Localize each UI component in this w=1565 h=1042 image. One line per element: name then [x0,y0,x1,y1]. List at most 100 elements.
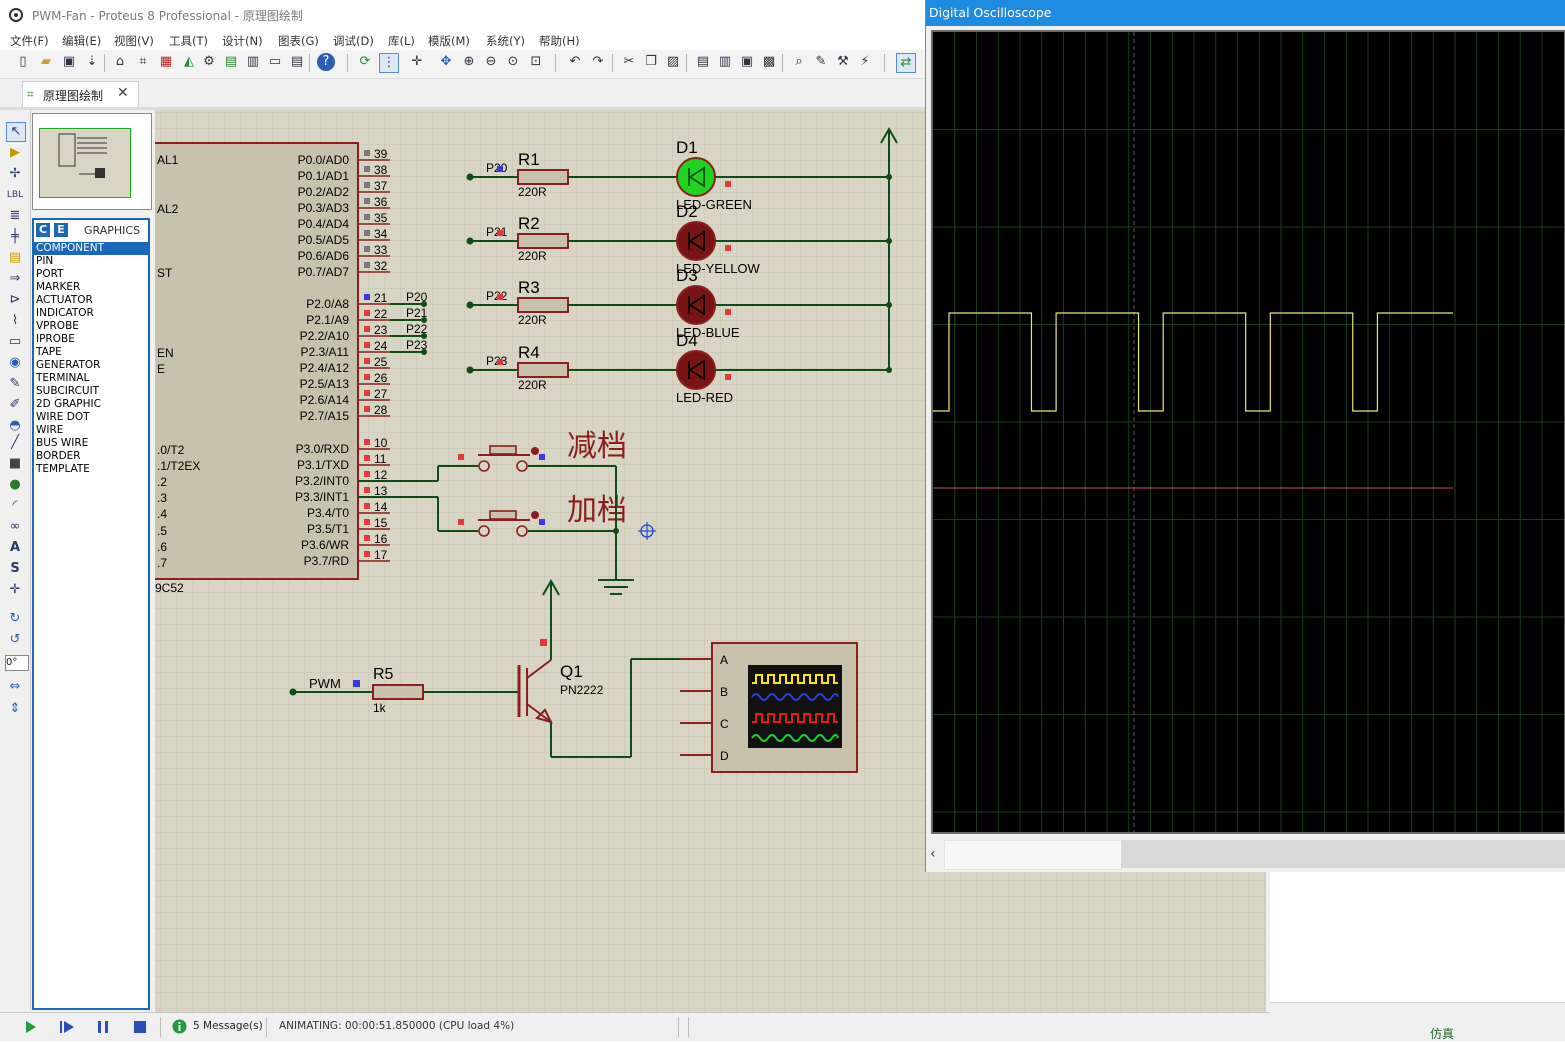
text-icon[interactable]: A [9,540,21,555]
pick-device-icon[interactable]: ⌕ [795,54,803,69]
line-icon[interactable]: ╱ [11,435,19,450]
box-icon[interactable]: ■ [8,456,22,471]
selector-item-tape[interactable]: TAPE [36,346,62,358]
symbol-icon[interactable]: S [10,561,20,576]
virtual-instrument-icon[interactable]: ◓ [9,418,21,433]
zoom-out-icon[interactable]: ⊖ [485,54,497,69]
redo-icon[interactable]: ↷ [592,54,604,69]
menu-library[interactable]: 库(L) [388,34,415,48]
open-folder-icon[interactable]: ▰ [41,54,51,69]
package-tool-icon[interactable]: ⚒ [837,54,849,69]
wire-label-icon[interactable]: LBL [6,190,24,200]
pan-icon[interactable]: ✥ [440,54,452,69]
block-delete-icon[interactable]: ▩ [762,54,776,69]
zoom-in-icon[interactable]: ⊕ [463,54,475,69]
step-icon[interactable] [58,1019,76,1035]
menu-tools[interactable]: 工具(T) [169,34,208,48]
mcu-8052[interactable]: AL1 AL2 ST EN E .0/T2 .1/T2EX .2 .3 .4 .… [155,142,359,595]
gerber-icon[interactable]: ◭ [184,54,194,69]
component-mode-e-button[interactable]: E [54,223,68,237]
save-icon[interactable]: ▣ [62,54,76,69]
make-device-icon[interactable]: ✎ [815,54,827,69]
marker-icon[interactable]: ✛ [9,582,21,597]
text-script-icon[interactable]: ≣ [9,208,21,223]
refresh-icon[interactable]: ⟳ [359,54,371,69]
oscilloscope-instrument[interactable]: A B C D [680,642,858,773]
device-pin-icon[interactable]: ⊳ [9,292,21,307]
mirror-horizontal-icon[interactable]: ⇔ [9,679,21,694]
stop-icon[interactable] [132,1019,148,1035]
new-file-icon[interactable]: ▯ [19,54,27,69]
selector-item-2d-graphic[interactable]: 2D GRAPHIC [36,398,101,410]
selector-item-terminal[interactable]: TERMINAL [36,372,90,384]
schematic-icon[interactable]: ⌗ [139,54,147,69]
selector-item-wire-dot[interactable]: WIRE DOT [36,411,90,423]
import-icon[interactable]: ⇣ [86,54,98,69]
voltage-probe-icon[interactable]: ✎ [9,376,21,391]
switch-down[interactable]: 减档 [358,430,627,482]
component-mode-c-button[interactable]: C [36,223,50,237]
menu-debug[interactable]: 调试(D) [333,34,374,48]
pcb-icon[interactable]: ▦ [159,54,173,69]
copy-icon[interactable]: ❐ [645,54,657,69]
origin-icon[interactable]: ✛ [411,54,423,69]
menu-help[interactable]: 帮助(H) [539,34,580,48]
home-icon[interactable]: ⌂ [115,54,125,69]
current-probe-icon[interactable]: ✐ [9,397,21,412]
close-tab-icon[interactable]: ✕ [117,85,129,101]
grid-toggle-icon[interactable]: ⋮ [379,53,399,73]
decompose-icon[interactable]: ⚡ [860,54,870,69]
selector-item-wire[interactable]: WIRE [36,424,64,436]
help-icon[interactable]: ? [317,53,335,71]
overview-window[interactable] [32,113,152,210]
block-copy-icon[interactable]: ▤ [696,54,710,69]
bus-icon[interactable]: ╪ [11,229,19,244]
report-icon[interactable]: ▤ [290,54,304,69]
subcircuit-icon[interactable]: ▤ [8,250,22,265]
pause-icon[interactable] [95,1019,111,1035]
undo-icon[interactable]: ↶ [569,54,581,69]
menu-file[interactable]: 文件(F) [10,34,49,48]
menu-graph[interactable]: 图表(G) [278,34,319,48]
selector-item-template[interactable]: TEMPLATE [36,463,90,475]
terminal-icon[interactable]: ⇒ [9,271,21,286]
play-icon[interactable] [22,1019,38,1035]
selector-item-border[interactable]: BORDER [36,450,81,462]
path-icon[interactable]: ∞ [9,519,21,534]
selection-mode-icon[interactable]: ↖ [6,122,26,142]
zoom-all-icon[interactable]: ⊙ [507,54,519,69]
selector-item-bus-wire[interactable]: BUS WIRE [36,437,89,449]
oscilloscope-display[interactable] [931,30,1565,834]
menu-template[interactable]: 模版(M) [428,34,470,48]
mirror-vertical-icon[interactable]: ⇕ [9,701,21,716]
selector-item-port[interactable]: PORT [36,268,64,280]
tab-schematic[interactable]: ⌗ 原理图绘制 ✕ [22,81,139,107]
circle-icon[interactable]: ● [9,477,21,492]
bom-icon[interactable]: ▤ [224,54,238,69]
rotate-ccw-icon[interactable]: ↺ [9,632,21,647]
tape-recorder-icon[interactable]: ▭ [8,334,22,349]
selector-item-vprobe[interactable]: VPROBE [36,320,79,332]
junction-dot-icon[interactable]: ✢ [9,166,21,181]
selector-item-actuator[interactable]: ACTUATOR [36,294,93,306]
component-mode-icon[interactable]: ▶ [10,145,20,160]
cut-icon[interactable]: ✂ [623,54,635,69]
scroll-left-icon[interactable]: ‹ [930,846,936,862]
selector-item-pin[interactable]: PIN [36,255,54,267]
selector-item-indicator[interactable]: INDICATOR [36,307,94,319]
menu-design[interactable]: 设计(N) [222,34,263,48]
selector-item-marker[interactable]: MARKER [36,281,81,293]
3d-view-icon[interactable]: ⚙ [203,54,215,69]
block-move-icon[interactable]: ▥ [718,54,732,69]
menu-view[interactable]: 视图(V) [114,34,154,48]
rotation-angle-field[interactable]: 0° [5,655,29,671]
rotate-cw-icon[interactable]: ↻ [9,611,21,626]
selector-item-subcircuit[interactable]: SUBCIRCUIT [36,385,100,397]
netlist-icon[interactable]: ▭ [268,54,282,69]
oscilloscope-scrollbar[interactable]: ‹ [926,838,1565,871]
selector-item-generator[interactable]: GENERATOR [36,359,101,371]
zoom-area-icon[interactable]: ⊡ [530,54,542,69]
wire-autorouter-icon[interactable]: ⇄ [896,53,916,73]
pwm-driver[interactable]: PWM R5 1k Q1 PN2222 [289,578,681,758]
graph-icon[interactable]: ⌇ [11,313,19,328]
